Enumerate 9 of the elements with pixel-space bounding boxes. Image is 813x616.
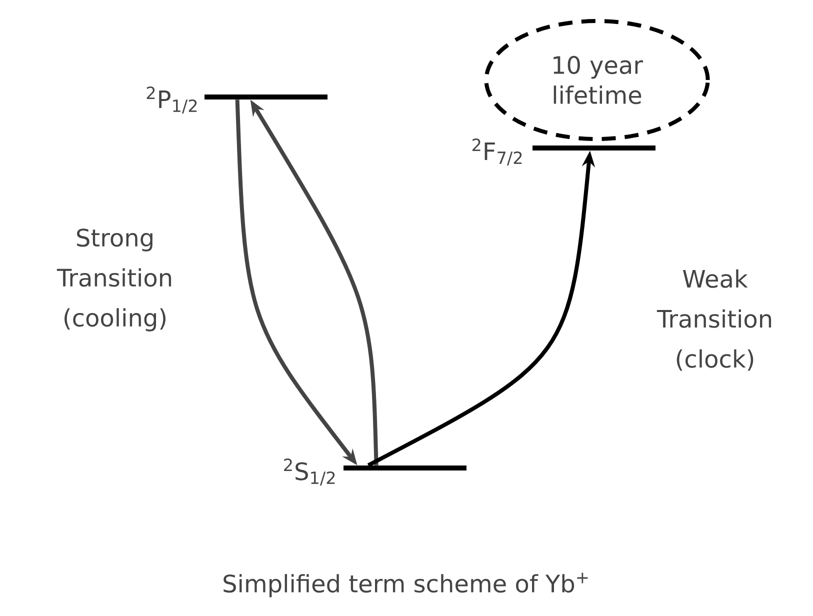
energy-level — [204, 94, 328, 100]
caption: Simplified term scheme of Yb$^{+}$ — [224, 572, 588, 598]
transition-label: Strong Transition (cooling) — [56, 228, 172, 332]
transition-label: Weak Transition (clock) — [656, 269, 772, 371]
energy-level — [344, 466, 466, 470]
level-label: $^{2}$S$_{1/2}$ — [284, 458, 335, 486]
level-label: $^{2}$F$_{7/2}$ — [472, 138, 522, 166]
energy-level — [532, 146, 656, 150]
level-label: $^{2}$P$_{1/2}$ — [146, 86, 197, 114]
